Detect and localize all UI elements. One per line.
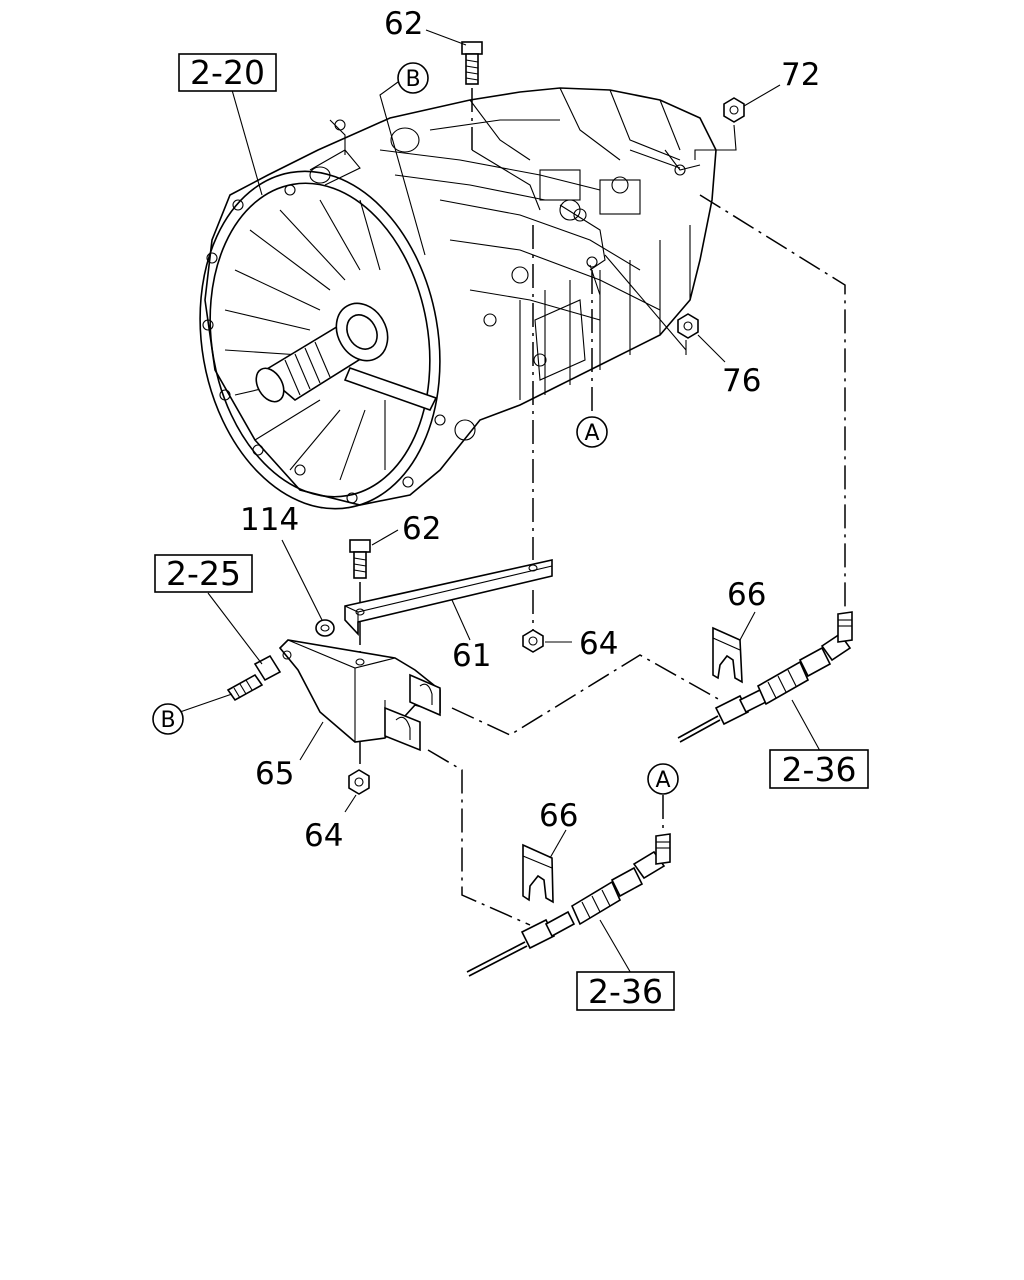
input-shaft: [255, 302, 389, 403]
bolt-62-mid: [349, 529, 399, 579]
label-114: 114: [240, 502, 299, 538]
transmission-assembly: [199, 87, 717, 510]
label-66-upper: 66: [727, 577, 766, 613]
nut-64-bottom: [344, 769, 370, 813]
stud-bolt-2-25: [179, 592, 282, 713]
svg-text:2-36: 2-36: [588, 972, 663, 1011]
bolt-62-top: [425, 29, 483, 85]
ref-box-2-20: 2-20: [178, 53, 277, 92]
leader-62-bracket: [471, 149, 541, 211]
washer-114: [281, 539, 335, 637]
label-65: 65: [255, 756, 294, 792]
bracket-65: [278, 639, 441, 761]
leader-76-body: [604, 254, 687, 351]
leader-72: [694, 124, 737, 160]
label-66-lower: 66: [539, 798, 578, 834]
cable-lower: [466, 833, 671, 977]
nut-64-right: [522, 629, 572, 653]
label-76: 76: [722, 363, 761, 399]
stay-61: [344, 559, 553, 641]
label-64-right: 64: [579, 626, 618, 662]
ref-box-2-36-lower: 2-36: [576, 971, 675, 1011]
nut-72: [723, 84, 781, 123]
svg-text:B: B: [405, 67, 420, 92]
callout-a-mid: A: [576, 416, 608, 448]
label-62-top: 62: [384, 6, 423, 42]
guide-line-upper-cable: [699, 194, 846, 610]
leader-2-20: [231, 89, 263, 196]
label-72: 72: [781, 57, 820, 93]
callout-b-left: B: [152, 703, 184, 735]
ref-box-2-25: 2-25: [154, 554, 253, 593]
svg-text:A: A: [584, 421, 599, 446]
ref-box-2-36-upper: 2-36: [769, 749, 869, 789]
callout-a-bottom: A: [647, 763, 679, 795]
svg-text:2-36: 2-36: [782, 750, 857, 789]
callout-b-top: B: [379, 62, 429, 256]
clip-66-lower: [522, 829, 567, 904]
svg-text:2-20: 2-20: [190, 53, 265, 92]
guide-line-lower-clip: [427, 749, 531, 926]
svg-text:A: A: [655, 768, 670, 793]
label-61: 61: [452, 638, 491, 674]
label-62-mid: 62: [402, 511, 441, 547]
nut-76: [677, 313, 726, 363]
svg-text:2-25: 2-25: [166, 554, 241, 593]
guide-line-upper-clip: [451, 654, 721, 736]
label-64-bottom: 64: [304, 818, 343, 854]
cable-upper: [677, 611, 853, 761]
clip-66-upper: [712, 611, 756, 684]
svg-text:B: B: [160, 708, 175, 733]
